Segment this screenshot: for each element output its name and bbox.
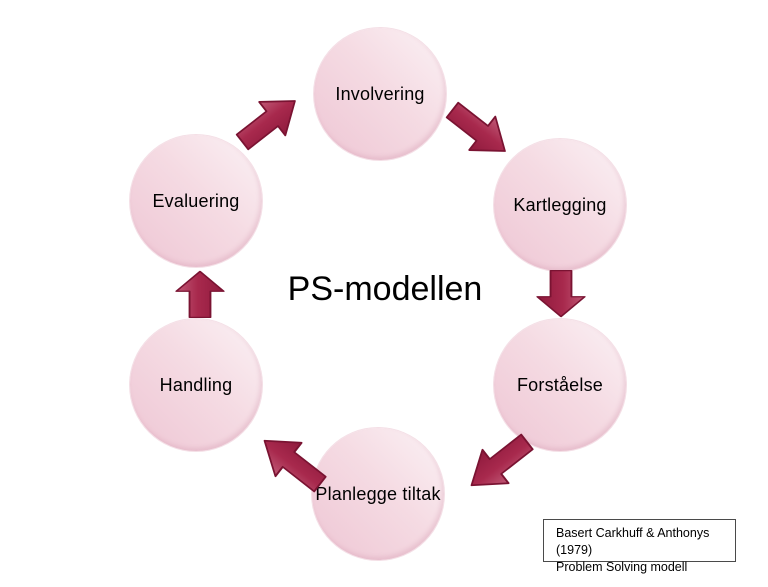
arrow-involvering-to-kartlegging-icon (435, 89, 521, 171)
step-circle-handling: Handling (130, 319, 262, 451)
step-circle-evaluering: Evaluering (130, 135, 262, 267)
diagram-title: PS-modellen (287, 270, 483, 308)
step-label-kartlegging: Kartlegging (513, 194, 607, 215)
step-circle-planlegge-tiltak: Planlegge tiltak (312, 428, 444, 560)
step-circle-kartlegging: Kartlegging (494, 139, 626, 271)
source-caption-box: Basert Carkhuff & Anthonys (1979) Proble… (543, 519, 736, 574)
arrow-forstaelse-to-planlegge-tiltak-icon (455, 421, 544, 505)
arrow-evaluering-to-involvering-icon (225, 81, 311, 163)
arrow-planlegge-tiltak-to-handling-icon (248, 421, 337, 505)
step-circle-forstaelse: Forståelse (494, 319, 626, 451)
step-label-evaluering: Evaluering (152, 190, 240, 211)
source-caption-line1: Basert Carkhuff & Anthonys (1979) (556, 526, 710, 557)
step-circle-involvering: Involvering (314, 28, 446, 160)
step-label-handling: Handling (159, 374, 233, 395)
arrow-handling-to-evaluering-icon (173, 270, 226, 320)
source-caption-line2: Problem Solving modell (556, 559, 688, 574)
step-label-forstaelse: Forståelse (516, 374, 604, 395)
arrow-kartlegging-to-forstaelse-icon (534, 268, 587, 318)
step-label-involvering: Involvering (335, 83, 425, 104)
step-label-planlegge-tiltak: Planlegge tiltak (315, 483, 441, 504)
